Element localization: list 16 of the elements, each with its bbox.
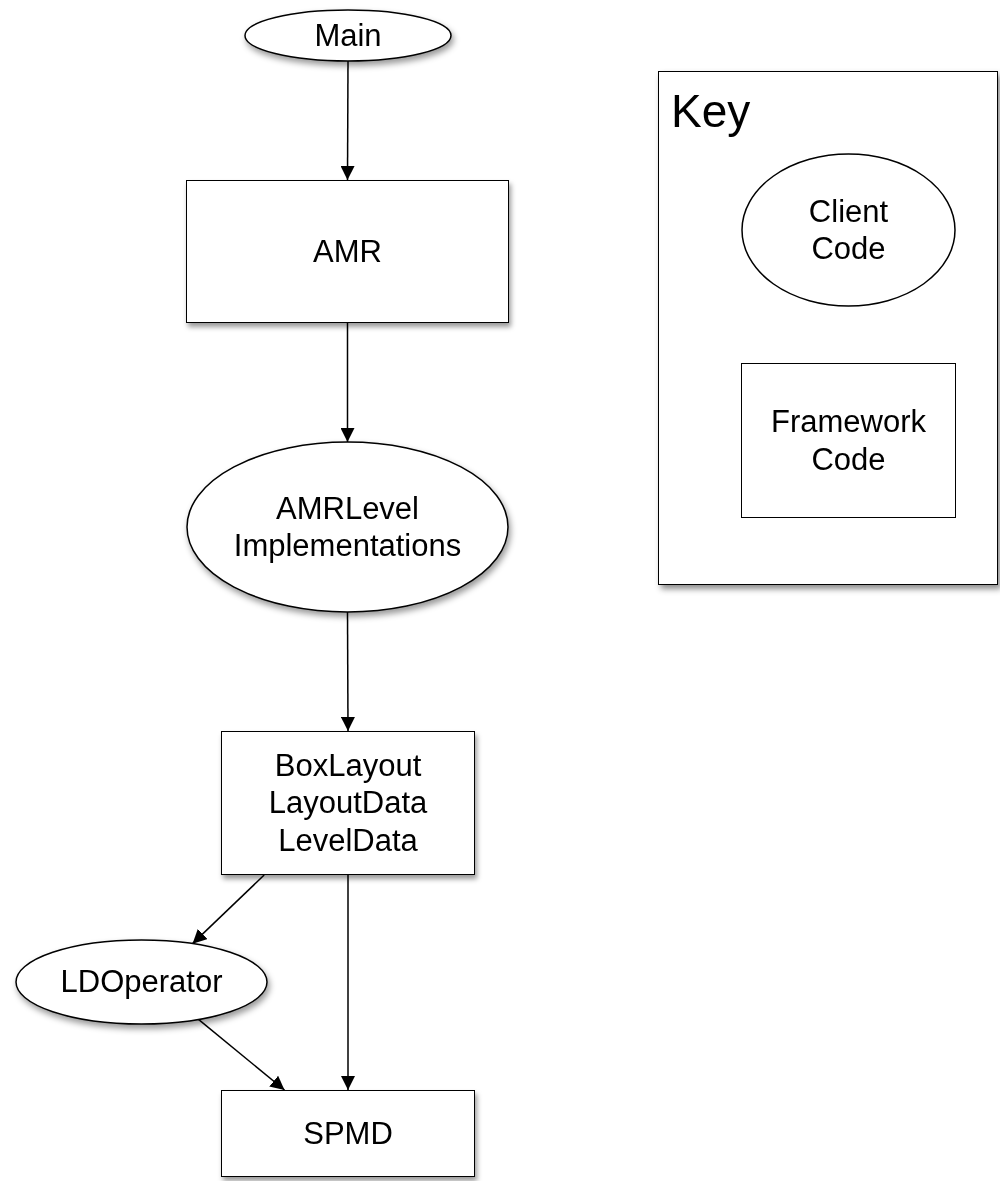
arrow xyxy=(341,874,355,1091)
ellipse-node: AMRLevel Implementations xyxy=(186,441,509,613)
arrow xyxy=(191,874,265,945)
process-box: AMR xyxy=(186,180,509,323)
ellipse-node: LDOperator xyxy=(15,939,268,1025)
ellipse-node: Main xyxy=(244,9,452,62)
key-title: Key xyxy=(671,86,751,137)
process-box: SPMD xyxy=(221,1090,475,1177)
arrow xyxy=(340,60,355,181)
arrow xyxy=(340,611,355,732)
arrow xyxy=(197,1018,286,1091)
key-panel xyxy=(658,71,998,585)
arrow xyxy=(340,322,355,443)
process-box: Framework Code xyxy=(741,363,956,518)
process-box: BoxLayout LayoutData LevelData xyxy=(221,731,475,875)
ellipse-node: Client Code xyxy=(741,153,956,307)
